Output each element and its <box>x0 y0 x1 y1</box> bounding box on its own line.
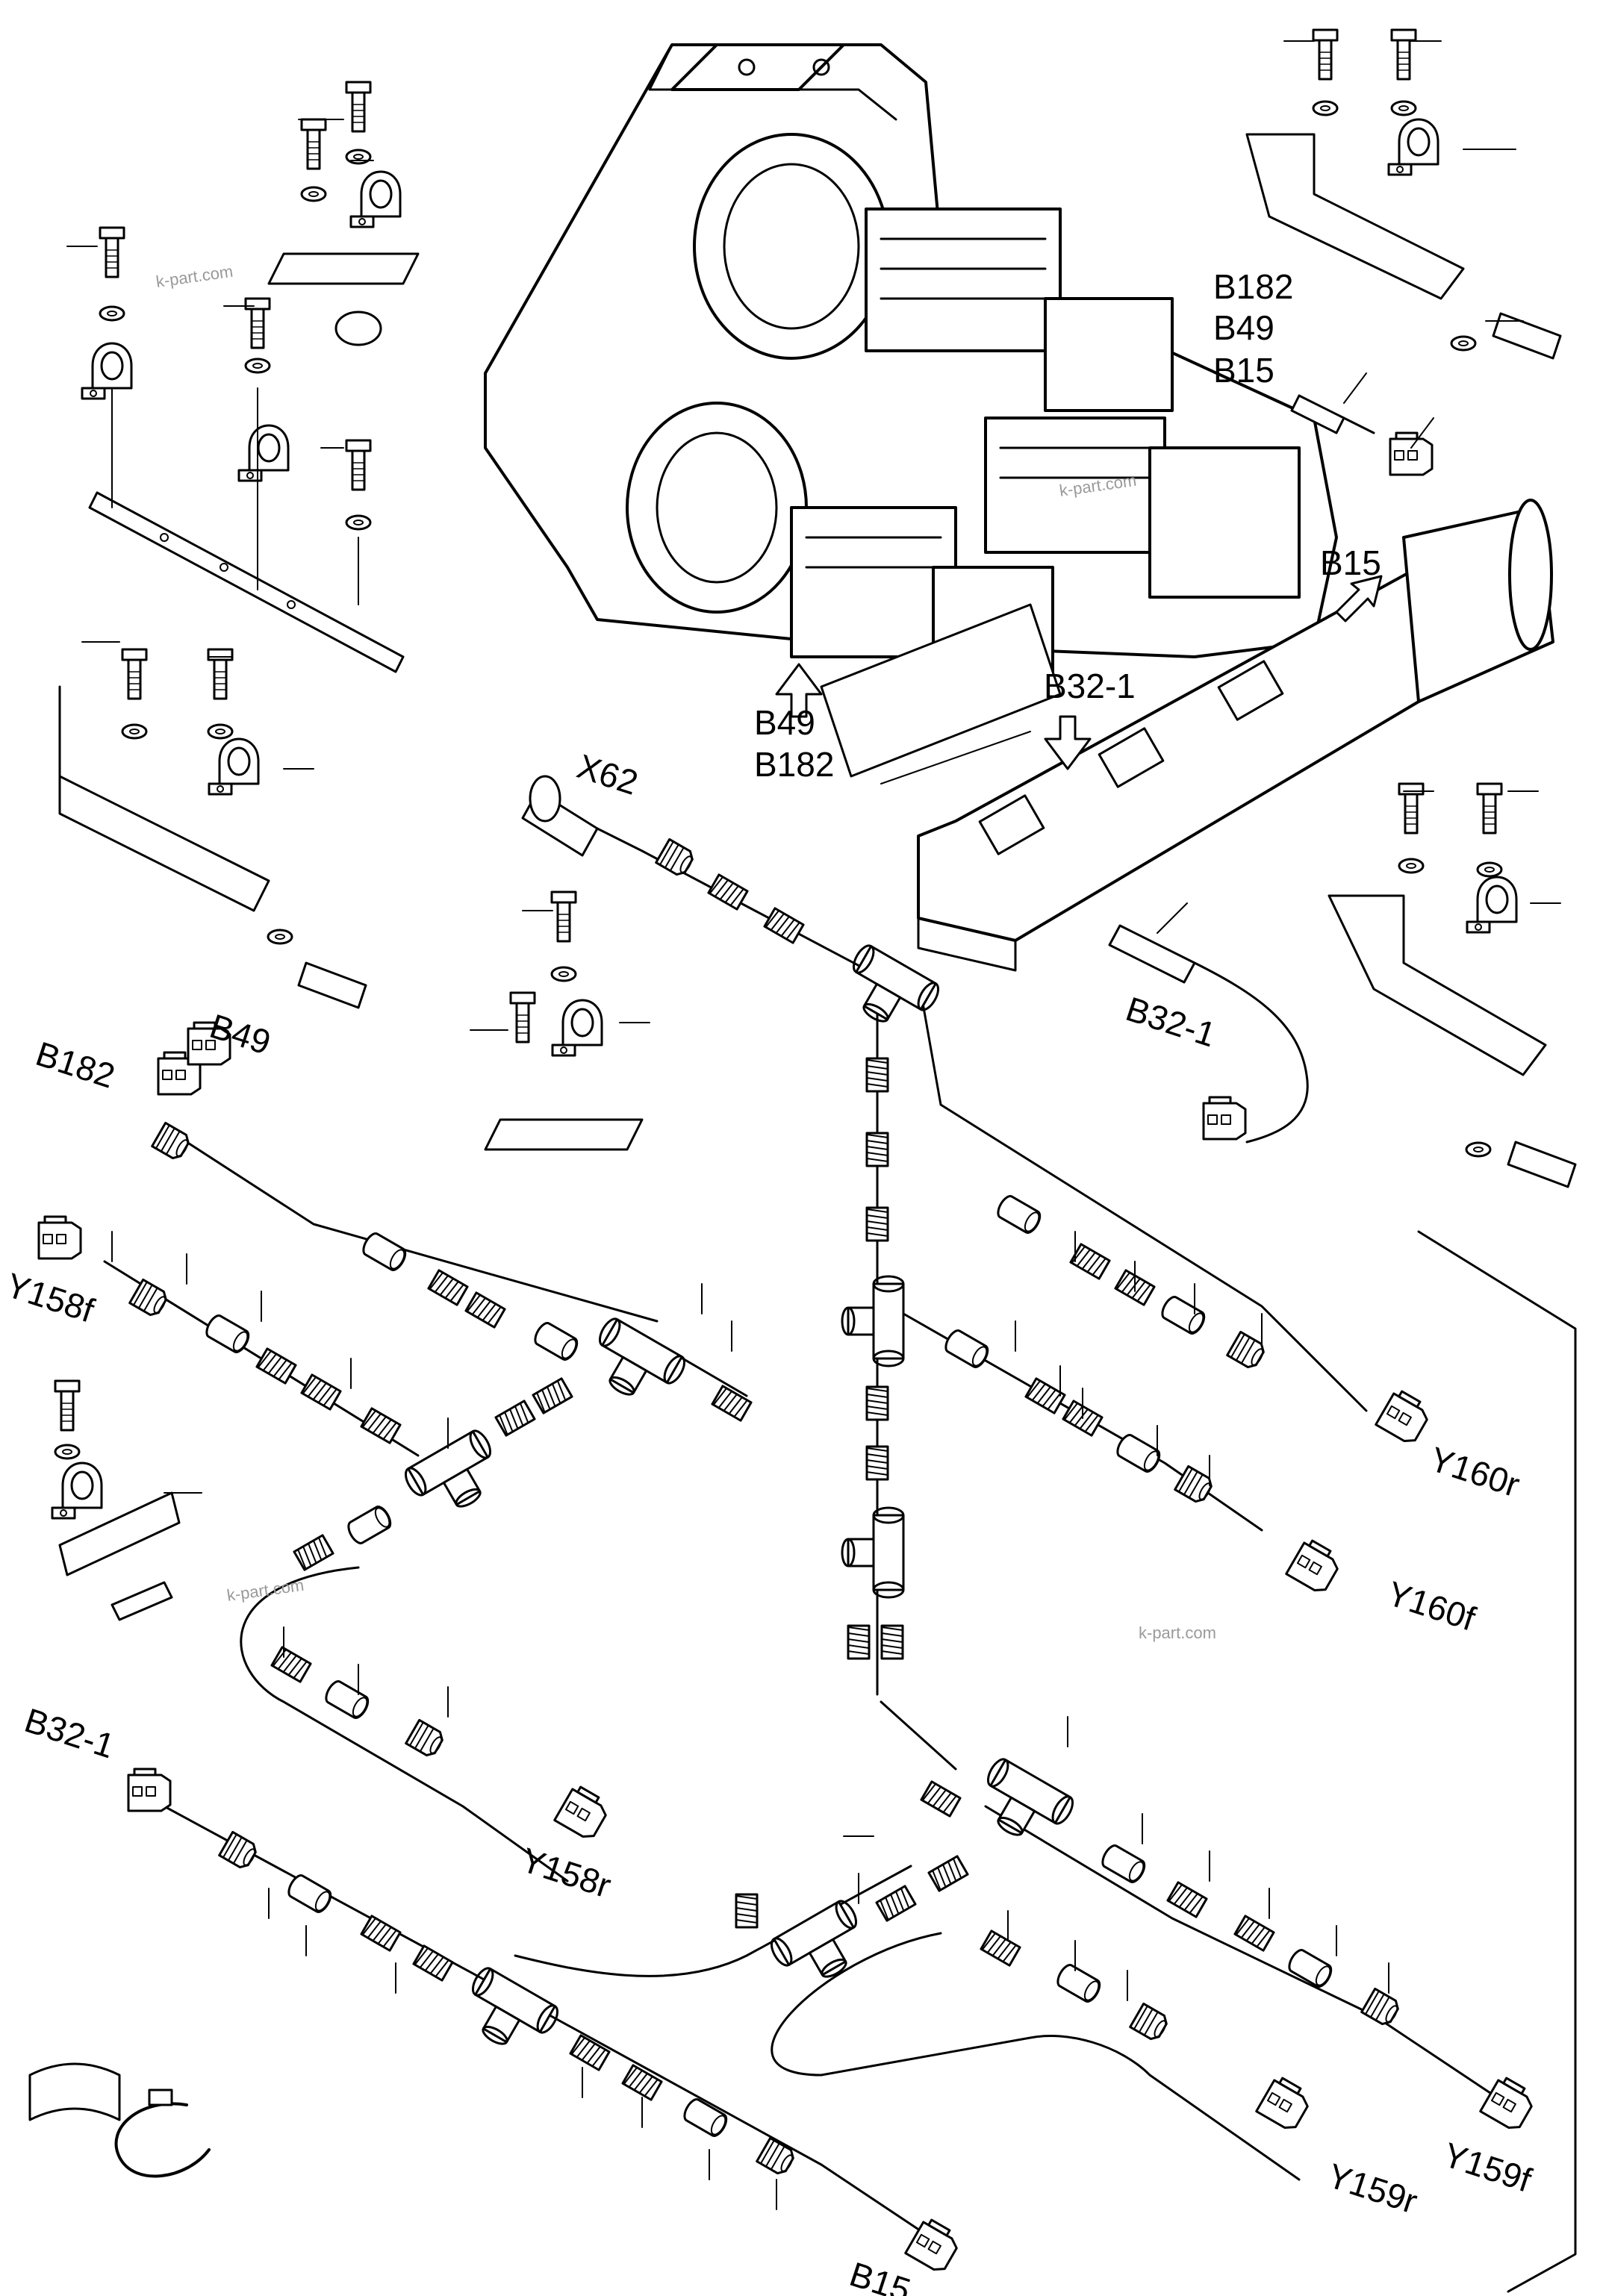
label-b182-top: B182 <box>1213 267 1293 306</box>
label-y158f: Y158f <box>1 1265 99 1330</box>
location-arrows <box>775 575 1383 770</box>
bracket-group-right-mid <box>1327 782 1577 1188</box>
label-b182-arrow: B182 <box>754 745 834 784</box>
label-b15-top: B15 <box>1213 351 1274 390</box>
watermark: k-part.com <box>155 262 234 291</box>
bracket-group-lower-left <box>51 1379 181 1621</box>
label-b32-1-arrow: B32-1 <box>1044 667 1136 705</box>
bracket-group-mid-center <box>484 890 644 1151</box>
label-y159r: Y159r <box>1323 2156 1422 2221</box>
label-b49-arrow: B49 <box>754 703 815 742</box>
bracket-group-top-left <box>81 226 405 673</box>
label-y160f: Y160f <box>1383 1573 1481 1638</box>
tape-and-cable-tie <box>28 2062 211 2178</box>
label-b182-conn: B182 <box>31 1034 119 1096</box>
label-y159f: Y159f <box>1439 2135 1537 2200</box>
harness-wires <box>103 849 1577 2293</box>
label-b15-bottom: B15 <box>845 2254 915 2296</box>
arrow-b15 <box>1335 575 1383 623</box>
label-y160r: Y160r <box>1425 1439 1525 1504</box>
bracket-group-mid-left <box>58 648 367 1009</box>
watermark: k-part.com <box>225 1576 305 1605</box>
bracket-group-top-right <box>1245 28 1562 360</box>
label-b32-1-sensor: B32-1 <box>1121 989 1221 1054</box>
bracket-group-top-center <box>267 81 420 346</box>
sensor-b32-1 <box>1108 924 1309 1144</box>
label-b15-arrow: B15 <box>1320 543 1381 582</box>
arrow-b32-1 <box>1044 715 1092 770</box>
exhaust-box <box>820 499 1554 972</box>
label-x62: X62 <box>573 746 643 802</box>
label-b49-top: B49 <box>1213 308 1274 347</box>
label-y158r: Y158r <box>517 1840 616 1905</box>
arrow-b49-b182 <box>775 663 823 718</box>
sensor-b182-b49-b15 <box>1290 394 1434 476</box>
connector-x62 <box>521 775 644 857</box>
transmission-assembly <box>484 43 1338 688</box>
leader-lines <box>66 40 1561 2210</box>
watermark: k-part.com <box>1139 1623 1216 1642</box>
label-b32-1-conn: B32-1 <box>20 1700 119 1765</box>
